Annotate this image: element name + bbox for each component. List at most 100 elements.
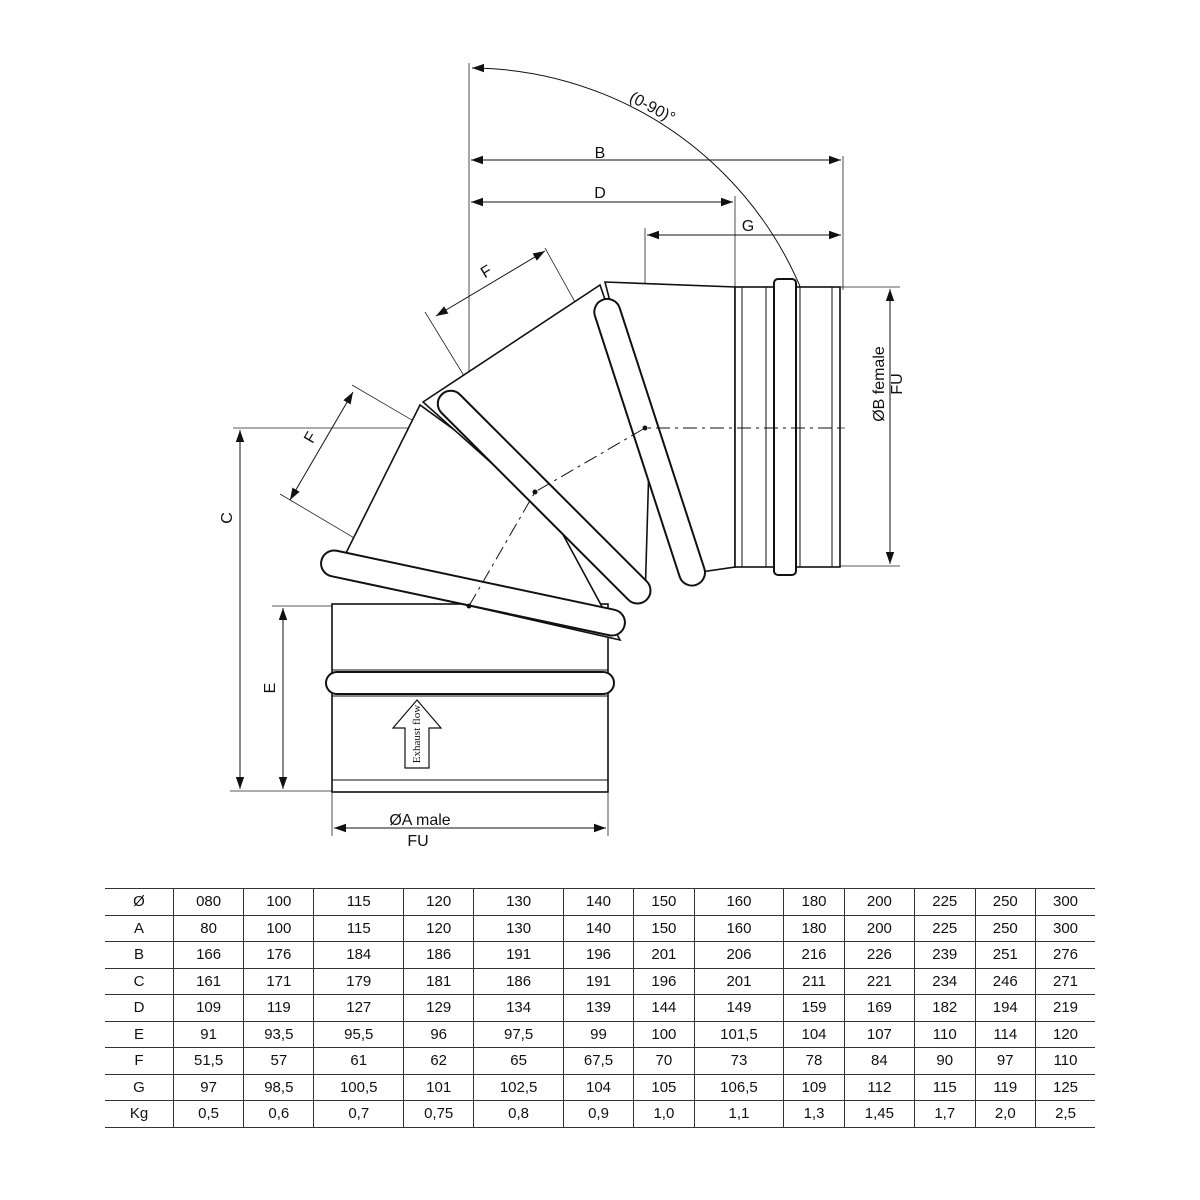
table-cell: 160 <box>694 915 785 942</box>
table-cell: 84 <box>844 1047 916 1075</box>
angle-label: (0-90)° <box>626 89 677 127</box>
table-cell: 107 <box>844 1021 916 1048</box>
table-cell: 100 <box>243 915 315 942</box>
table-cell: 91 <box>173 1021 245 1048</box>
table-cell: 149 <box>694 994 785 1022</box>
table-cell: 73 <box>694 1047 785 1075</box>
table-cell: 102,5 <box>473 1074 564 1101</box>
table-cell: 150 <box>633 915 695 942</box>
table-cell: 100,5 <box>313 1074 405 1101</box>
table-cell: 101 <box>403 1074 475 1101</box>
table-row-label: Ø <box>105 888 174 916</box>
exhaust-flow-label: Exhaust flow <box>411 705 423 763</box>
table-cell: 130 <box>473 888 564 916</box>
table-cell: 65 <box>473 1047 564 1075</box>
table-cell: 1,45 <box>844 1100 916 1128</box>
table-cell: 179 <box>313 968 405 995</box>
table-cell: 101,5 <box>694 1021 785 1048</box>
table-cell: 125 <box>1035 1074 1095 1101</box>
table-cell: 119 <box>243 994 315 1022</box>
female-bead-ring <box>773 278 797 576</box>
female-fu-label: FU <box>889 373 906 394</box>
table-cell: 080 <box>173 888 245 916</box>
table-cell: 211 <box>783 968 845 995</box>
table-cell: 180 <box>783 915 845 942</box>
table-cell: 139 <box>563 994 635 1022</box>
table-cell: 95,5 <box>313 1021 405 1048</box>
centre-point-upper <box>642 425 648 431</box>
table-cell: 166 <box>173 941 245 969</box>
table-cell: 100 <box>633 1021 695 1048</box>
table-cell: 97,5 <box>473 1021 564 1048</box>
table-row-label: B <box>105 941 174 969</box>
table-cell: 130 <box>473 915 564 942</box>
bottom-bead-ring <box>325 671 615 695</box>
dimension-b-label: B <box>595 145 606 162</box>
table-cell: 140 <box>563 888 635 916</box>
table-cell: 104 <box>783 1021 845 1048</box>
table-cell: 196 <box>633 968 695 995</box>
table-cell: 226 <box>844 941 916 969</box>
female-diameter-label: ØB female <box>871 346 888 422</box>
table-cell: 109 <box>783 1074 845 1101</box>
table-cell: 57 <box>243 1047 315 1075</box>
table-cell: 0,9 <box>563 1100 635 1128</box>
ring-middle <box>436 389 652 605</box>
table-cell: 1,1 <box>694 1100 785 1128</box>
elbow-technical-drawing: (0-90)° B D G C E ØB female FU F F ØA ma… <box>219 63 906 850</box>
table-cell: 169 <box>844 994 916 1022</box>
table-row-label: F <box>105 1047 174 1075</box>
table-cell: 115 <box>313 888 405 916</box>
centre-point-lower <box>466 603 472 609</box>
table-cell: 140 <box>563 915 635 942</box>
dimension-f-lower-label: F <box>301 429 321 446</box>
table-cell: 119 <box>975 1074 1037 1101</box>
table-row-label: A <box>105 915 174 942</box>
table-cell: 80 <box>173 915 245 942</box>
table-cell: 120 <box>403 915 475 942</box>
table-cell: 78 <box>783 1047 845 1075</box>
table-row-label: Kg <box>105 1100 174 1128</box>
table-cell: 1,7 <box>914 1100 976 1128</box>
table-cell: 0,5 <box>173 1100 245 1128</box>
table-cell: 239 <box>914 941 976 969</box>
table-cell: 115 <box>313 915 405 942</box>
table-row-label: E <box>105 1021 174 1048</box>
table-cell: 150 <box>633 888 695 916</box>
dimension-d-label: D <box>594 185 606 202</box>
table-cell: 206 <box>694 941 785 969</box>
table-cell: 110 <box>914 1021 976 1048</box>
table-cell: 115 <box>914 1074 976 1101</box>
table-cell: 191 <box>473 941 564 969</box>
table-cell: 186 <box>473 968 564 995</box>
table-cell: 181 <box>403 968 475 995</box>
table-cell: 90 <box>914 1047 976 1075</box>
table-cell: 271 <box>1035 968 1095 995</box>
table-cell: 171 <box>243 968 315 995</box>
table-cell: 129 <box>403 994 475 1022</box>
elbow-pipe <box>320 278 841 793</box>
table-cell: 110 <box>1035 1047 1095 1075</box>
table-cell: 219 <box>1035 994 1095 1022</box>
table-cell: 300 <box>1035 915 1095 942</box>
table-cell: 96 <box>403 1021 475 1048</box>
table-cell: 246 <box>975 968 1037 995</box>
table-cell: 221 <box>844 968 916 995</box>
table-cell: 106,5 <box>694 1074 785 1101</box>
table-cell: 196 <box>563 941 635 969</box>
table-cell: 70 <box>633 1047 695 1075</box>
table-cell: 250 <box>975 888 1037 916</box>
table-cell: 99 <box>563 1021 635 1048</box>
table-cell: 0,7 <box>313 1100 405 1128</box>
table-cell: 225 <box>914 915 976 942</box>
table-cell: 67,5 <box>563 1047 635 1075</box>
table-cell: 159 <box>783 994 845 1022</box>
